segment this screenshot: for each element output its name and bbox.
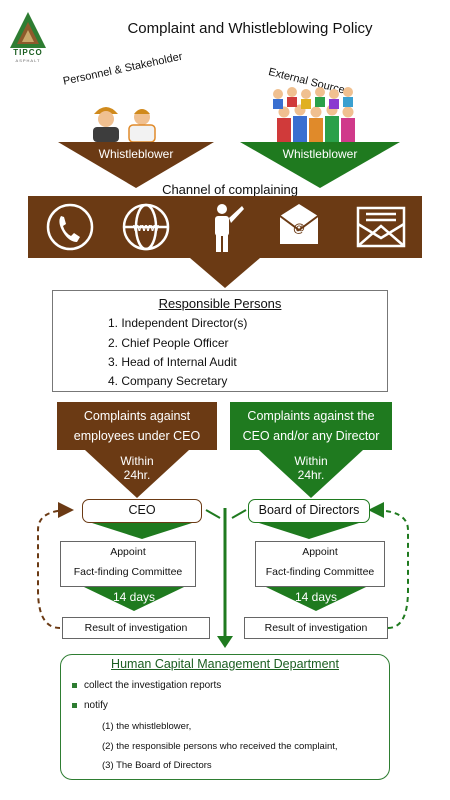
left-within-label: Within 24hr. <box>85 454 189 482</box>
hcm-box <box>60 654 390 780</box>
right-role-arrow <box>259 523 359 539</box>
down-arrow-to-responsible <box>190 258 260 288</box>
hcm-notify-item: (1) the whistleblower, <box>102 721 192 732</box>
channel-label: Channel of complaining <box>162 182 298 197</box>
logo-subtext: ASPHALT <box>15 58 41 63</box>
right-category-line2: CEO and/or any Director <box>242 429 380 443</box>
whistleblower-right-label: Whistleblower <box>282 147 358 161</box>
left-days-label: 14 days <box>112 590 156 604</box>
hcm-notify-item: (2) the responsible persons who received… <box>102 741 338 752</box>
left-role-arrow <box>92 523 192 539</box>
right-category-box: Complaints against the CEO and/or any Di… <box>230 402 392 450</box>
svg-text:www: www <box>132 222 159 234</box>
left-within-arrow <box>85 450 189 498</box>
responsible-item: 2. Chief People Officer <box>108 336 229 350</box>
left-appoint-line2: Fact-finding Committee <box>73 566 183 578</box>
phone-icon <box>46 203 94 251</box>
hcm-notify-item: (3) The Board of Directors <box>102 760 212 771</box>
right-appoint-line1: Appoint <box>302 546 338 558</box>
internal-source-label: Personnel & Stakeholder <box>62 50 184 88</box>
right-appoint-box: Appoint Fact-finding Committee <box>255 541 385 587</box>
responsible-persons-title: Responsible Persons <box>158 296 282 311</box>
right-result-box: Result of investigation <box>244 617 388 639</box>
web-icon <box>122 203 170 251</box>
left-result-box: Result of investigation <box>62 617 210 639</box>
crowd-icon <box>273 87 355 144</box>
bullet-icon <box>72 683 77 688</box>
page-title: Complaint and Whistleblowing Policy <box>127 20 373 37</box>
hcm-title: Human Capital Management Department <box>111 657 339 671</box>
left-appoint-box: Appoint Fact-finding Committee <box>60 541 196 587</box>
right-within-line1: Within <box>294 454 328 468</box>
svg-text:@: @ <box>293 221 305 235</box>
left-within-line1: Within <box>120 454 154 468</box>
right-within-arrow <box>259 450 363 498</box>
flow-connectors <box>37 502 409 648</box>
personnel-icon <box>93 107 156 142</box>
responsible-item: 3. Head of Internal Audit <box>108 355 237 369</box>
right-days-label: 14 days <box>294 590 338 604</box>
right-days-arrow <box>266 587 366 611</box>
right-appoint-line2: Fact-finding Committee <box>265 566 375 578</box>
ceo-label: CEO <box>128 503 156 517</box>
hcm-bullet-2: notify <box>84 700 108 711</box>
right-category-line1: Complaints against the <box>247 409 375 423</box>
letter-icon <box>356 206 406 248</box>
left-category-line2: employees under CEO <box>73 429 201 443</box>
right-within-label: Within 24hr. <box>259 454 363 482</box>
board-label: Board of Directors <box>258 503 360 517</box>
left-category-line1: Complaints against <box>83 409 191 423</box>
tipco-logo-icon <box>10 12 46 48</box>
person-icon <box>215 204 244 252</box>
whistleblower-left-arrow <box>58 142 214 188</box>
right-within-line2: 24hr. <box>297 468 325 482</box>
whistleblower-left-label: Whistleblower <box>98 147 174 161</box>
whistleblower-right-arrow <box>240 142 400 188</box>
responsible-item: 4. Company Secretary <box>108 374 228 388</box>
left-days-arrow <box>84 587 184 611</box>
hcm-bullet-1: collect the investigation reports <box>84 680 222 691</box>
bullet-icon <box>72 703 77 708</box>
board-of-directors-box: Board of Directors <box>248 499 370 523</box>
channel-icons: www @ <box>46 203 406 252</box>
responsible-persons-box <box>52 290 388 392</box>
left-within-line2: 24hr. <box>123 468 151 482</box>
ceo-box: CEO <box>82 499 202 523</box>
left-appoint-line1: Appoint <box>110 546 146 558</box>
left-category-box: Complaints against employees under CEO <box>57 402 217 450</box>
email-icon: @ <box>279 204 319 244</box>
responsible-item: 1. Independent Director(s) <box>108 316 248 330</box>
logo-text: TIPCO <box>13 48 43 57</box>
